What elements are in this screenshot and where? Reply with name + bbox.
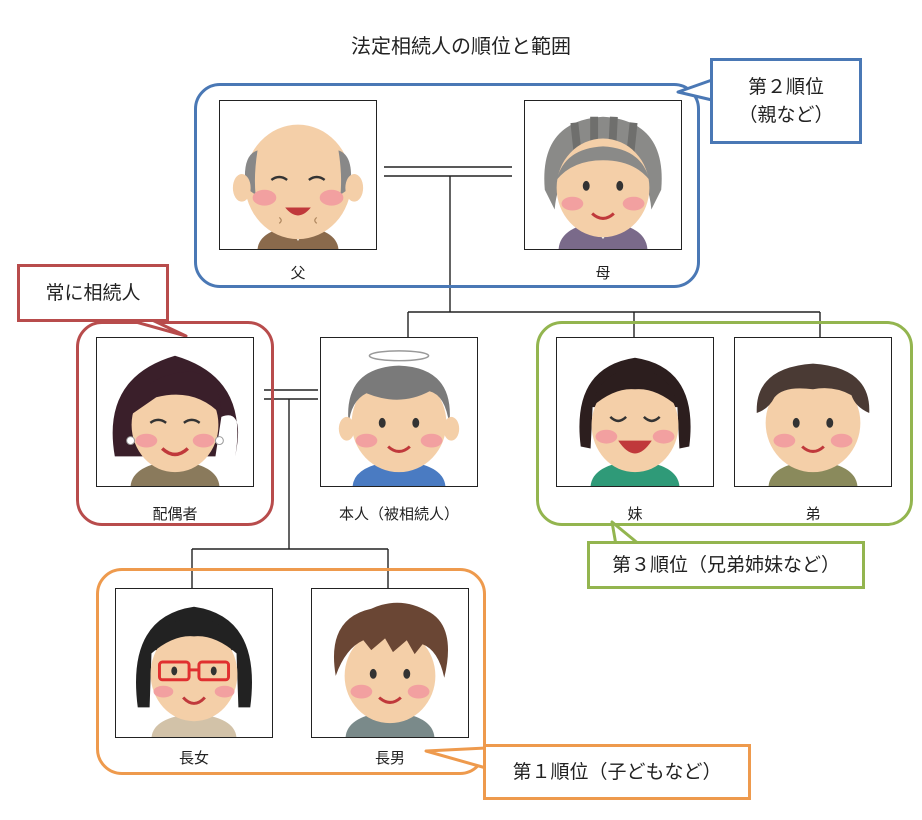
spouse-callout: 常に相続人 bbox=[17, 264, 169, 322]
self-portrait bbox=[320, 337, 478, 487]
father-portrait bbox=[219, 100, 377, 250]
spouse-group-box bbox=[76, 321, 274, 526]
halo-icon bbox=[368, 350, 430, 362]
younger-brother-portrait bbox=[734, 337, 892, 487]
rank1-callout: 第１順位（子どもなど） bbox=[483, 744, 751, 800]
mother-portrait bbox=[524, 100, 682, 250]
father-label: 父 bbox=[290, 264, 306, 282]
eldest-son-label: 長男 bbox=[374, 749, 405, 767]
eldest-son-portrait bbox=[311, 588, 469, 738]
rank2-callout: 第２順位 （親など） bbox=[710, 58, 862, 144]
younger-sister-label: 妹 bbox=[627, 505, 643, 523]
rank1-group-box bbox=[96, 568, 486, 775]
younger-sister-portrait bbox=[556, 337, 714, 487]
spouse-portrait bbox=[96, 337, 254, 487]
eldest-daughter-portrait bbox=[115, 588, 273, 738]
self-label: 本人（被相続人） bbox=[338, 505, 459, 523]
eldest-daughter-label: 長女 bbox=[178, 749, 209, 767]
younger-brother-label: 弟 bbox=[805, 505, 821, 523]
rank2-group-box bbox=[194, 83, 700, 288]
rank3-callout: 第３順位（兄弟姉妹など） bbox=[587, 541, 865, 589]
rank3-group-box bbox=[536, 321, 913, 526]
diagram-title: 法定相続人の順位と範囲 bbox=[351, 34, 571, 58]
mother-label: 母 bbox=[595, 264, 611, 282]
spouse-label: 配偶者 bbox=[152, 505, 198, 523]
